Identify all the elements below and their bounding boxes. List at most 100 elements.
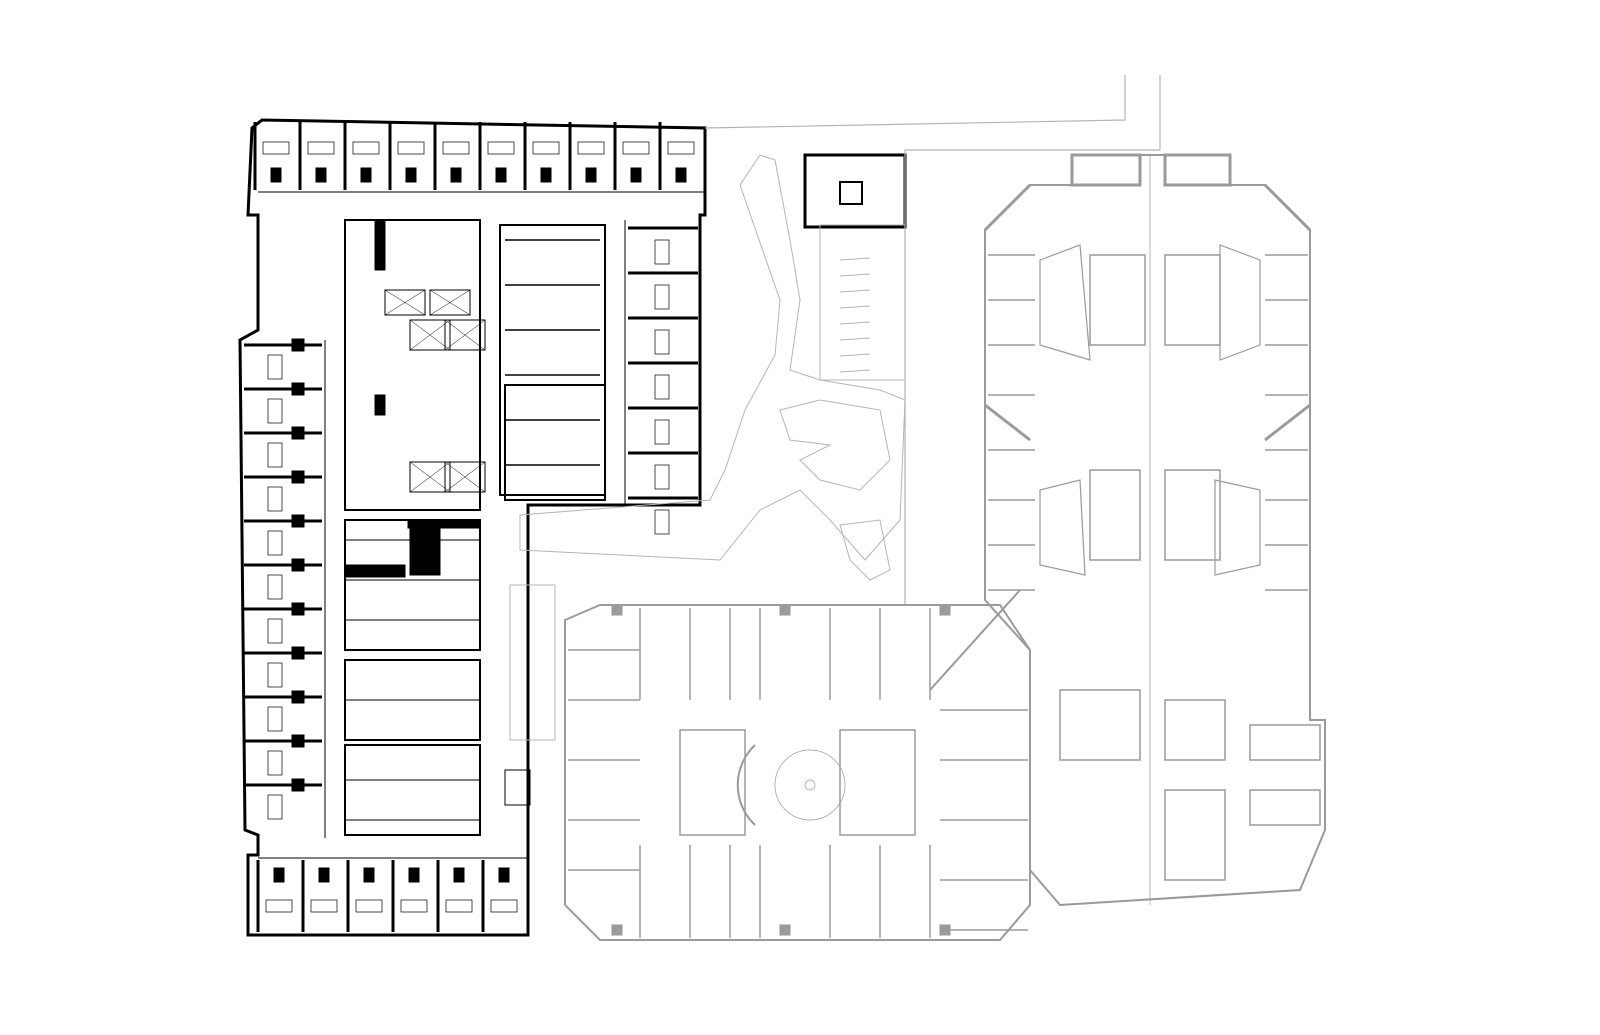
column [939, 924, 951, 936]
patient-bed [654, 419, 670, 445]
toilet-core [291, 602, 305, 616]
toilet-core [291, 382, 305, 396]
elevator-cross [409, 319, 451, 351]
stair-core [839, 181, 863, 205]
patient-bed [397, 141, 425, 155]
toilet-core [291, 690, 305, 704]
toilet-core [453, 867, 465, 883]
patient-bed [267, 750, 283, 776]
patient-bed [654, 464, 670, 490]
toilet-core [405, 167, 417, 183]
toilet-core [408, 867, 420, 883]
patient-bed [267, 706, 283, 732]
elevator-cross [444, 319, 486, 351]
existing-wing-black [238, 118, 907, 937]
patient-bed [667, 141, 695, 155]
core-block [1059, 689, 1141, 761]
courtyard-landscape [509, 75, 1161, 741]
core-block [1249, 789, 1321, 826]
shear-wall [344, 564, 406, 578]
pod-outline [564, 604, 1031, 941]
elevator [429, 289, 471, 316]
core-block [1089, 469, 1141, 561]
landscape-path [519, 154, 906, 561]
core-block [1164, 469, 1221, 561]
elevator [444, 461, 486, 493]
planting-stroke [839, 369, 871, 373]
ramp [509, 584, 556, 741]
elevator-cross [429, 289, 471, 316]
toilet-core [450, 167, 462, 183]
patient-bed [442, 141, 470, 155]
toilet-core [291, 514, 305, 528]
patient-bed [654, 329, 670, 355]
patient-bed [310, 899, 338, 913]
core-block [344, 219, 481, 511]
planting-stroke [839, 257, 871, 261]
patient-bed [532, 141, 560, 155]
patient-bed [487, 141, 515, 155]
patient-bed [265, 899, 293, 913]
exit-stair [504, 769, 531, 806]
toilet-core [498, 867, 510, 883]
core-block [1164, 789, 1226, 881]
core-block [679, 729, 746, 836]
core-block [1164, 699, 1226, 761]
new-wing-south-pod [564, 589, 1031, 941]
elevator [409, 319, 451, 351]
patient-bed [267, 398, 283, 424]
toilet-core [291, 646, 305, 660]
planter [839, 519, 891, 581]
link-corridor [929, 589, 1021, 691]
toilet-core [291, 558, 305, 572]
nurse-station-center [804, 779, 816, 791]
stair-core [1070, 153, 1142, 187]
toilet-core [495, 167, 507, 183]
pod-outline [984, 154, 1326, 907]
planting-stroke [839, 305, 871, 309]
patient-bed [267, 486, 283, 512]
core-block [1164, 254, 1221, 346]
column [611, 604, 623, 616]
angled-wall [983, 183, 1312, 442]
elevator [444, 319, 486, 351]
planting-stroke [839, 321, 871, 325]
toilet-core [630, 167, 642, 183]
planter [779, 399, 891, 491]
patient-bed [267, 354, 283, 380]
toilet-core [291, 778, 305, 792]
column [779, 604, 791, 616]
planting-stroke [839, 273, 871, 277]
core-block [1089, 254, 1146, 346]
column [611, 924, 623, 936]
patient-bed [654, 239, 670, 265]
shear-wall [409, 524, 441, 576]
shear-wall [407, 519, 481, 529]
patient-bed [267, 574, 283, 600]
patient-bed [445, 899, 473, 913]
core-block [1249, 724, 1321, 761]
toilet-core [360, 167, 372, 183]
planting-stroke [839, 353, 871, 357]
shear-wall [374, 219, 386, 271]
patient-bed [355, 899, 383, 913]
core-block [504, 384, 606, 501]
patient-bed [307, 141, 335, 155]
core-block [344, 744, 481, 836]
patient-bed [262, 141, 290, 155]
nurse-station [1039, 244, 1261, 361]
planting-stroke [839, 289, 871, 293]
elevator [409, 461, 451, 493]
patient-bed [490, 899, 518, 913]
elevator-cross [409, 461, 451, 493]
patient-bed [577, 141, 605, 155]
toilet-core [291, 426, 305, 440]
toilet-core [585, 167, 597, 183]
toilet-core [291, 470, 305, 484]
patient-bed [622, 141, 650, 155]
patient-bed [267, 530, 283, 556]
toilet-core [675, 167, 687, 183]
patient-bed [654, 374, 670, 400]
core-block [499, 224, 606, 496]
